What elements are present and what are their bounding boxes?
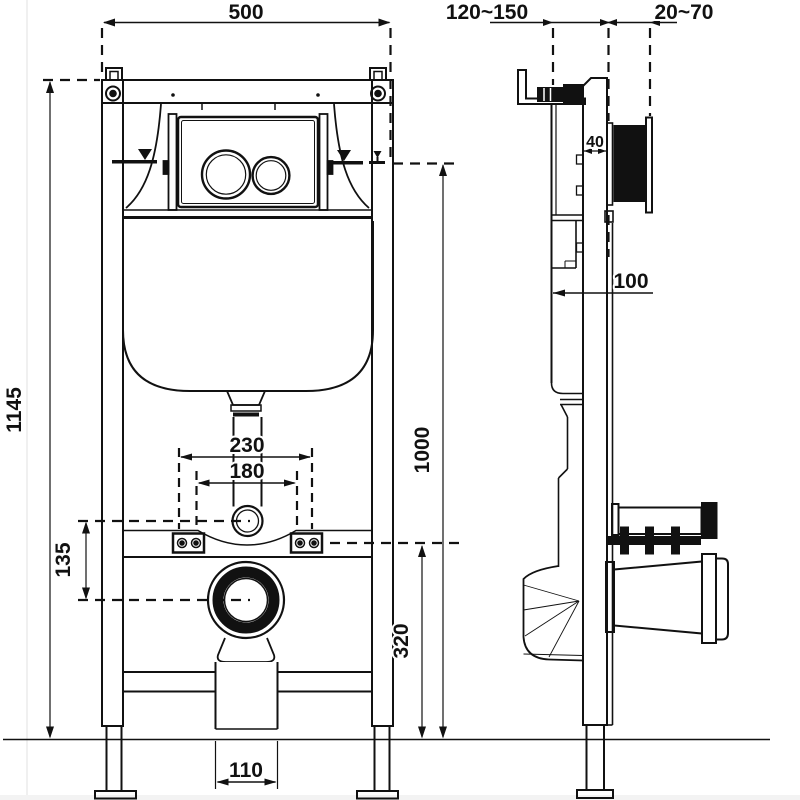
hanger-hooks <box>105 67 387 81</box>
pan-bracket-left <box>171 532 206 554</box>
side-view <box>517 69 729 799</box>
dim-total-height <box>43 78 100 739</box>
corner-bolts <box>105 85 386 110</box>
label-plate-depth: 20~70 <box>655 1 714 24</box>
bottom-crossbar <box>123 662 372 730</box>
flush-plate <box>176 115 320 209</box>
label-install-depth: 120~150 <box>446 1 528 24</box>
plate-rails <box>162 113 334 211</box>
frame-arcs <box>125 103 370 209</box>
label-frame-depth: 100 <box>613 270 648 293</box>
dim-pipe-spans <box>177 448 314 529</box>
mounting-bracket-band <box>123 529 373 558</box>
dim-rail-depth <box>584 148 606 154</box>
dim-bracket-height <box>330 541 466 739</box>
label-total-height: 1145 <box>3 387 26 433</box>
dimension-labels: 500 120~150 20~70 1145 40 100 230 180 13… <box>1 0 715 784</box>
flush-button-small <box>251 155 291 196</box>
pan-bracket-right <box>289 532 324 554</box>
label-pipe-span-inner: 180 <box>229 460 264 483</box>
label-pipe-span-outer: 230 <box>229 434 264 457</box>
label-rail-depth: 40 <box>586 134 604 151</box>
outlet-connector <box>605 553 729 644</box>
dim-outlet-width <box>214 741 279 789</box>
flush-button-large <box>200 149 252 200</box>
wall-bracket <box>517 69 586 105</box>
pan-fixing-studs <box>607 502 718 555</box>
label-outlet-width: 110 <box>229 759 263 782</box>
label-reference-height: 1000 <box>411 427 434 474</box>
dim-install-depth <box>490 19 677 257</box>
label-frame-width: 500 <box>228 1 263 24</box>
waste-outlet <box>206 560 286 663</box>
dimension-annotations <box>43 18 677 789</box>
water-level-marks <box>112 149 385 165</box>
outlet-elbow <box>522 565 584 662</box>
side-cistern <box>550 104 584 395</box>
dim-frame-depth <box>553 289 653 297</box>
label-center-offset: 135 <box>52 542 75 577</box>
side-flush-pipe <box>557 398 583 567</box>
flush-unit-side <box>613 116 653 214</box>
dim-reference-height <box>393 162 455 739</box>
dim-center-offset <box>78 519 250 602</box>
label-bracket-height: 320 <box>390 623 413 658</box>
front-rail <box>604 122 614 726</box>
front-view <box>94 67 399 800</box>
side-post <box>582 77 608 726</box>
cistern-tank <box>122 209 374 392</box>
side-foot <box>576 724 614 799</box>
dim-frame-width <box>100 18 392 159</box>
adjustable-feet <box>94 725 399 800</box>
